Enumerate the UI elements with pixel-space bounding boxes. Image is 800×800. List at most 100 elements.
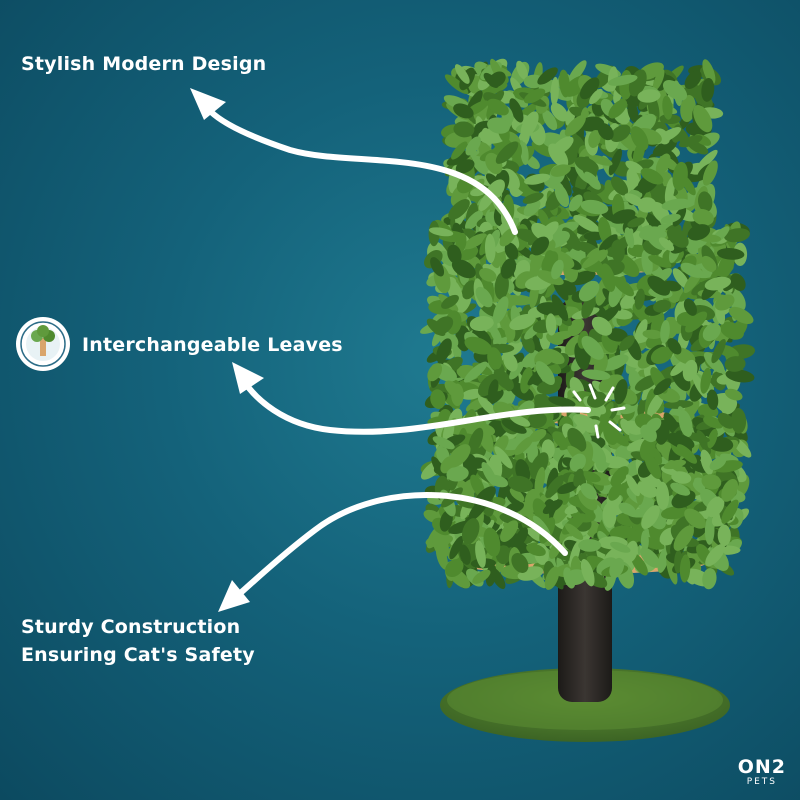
leaf	[472, 569, 491, 584]
leaf	[436, 338, 452, 363]
leaf	[487, 98, 509, 116]
leaf	[545, 475, 565, 498]
leaf	[619, 335, 635, 351]
leaf	[536, 379, 561, 395]
leaf	[608, 74, 638, 86]
leaf	[568, 194, 583, 212]
leaf	[487, 347, 503, 370]
leaf	[485, 564, 497, 587]
leaf	[717, 248, 745, 260]
leaf	[542, 499, 563, 515]
leaf	[492, 296, 509, 324]
leaf	[684, 508, 706, 529]
leaf	[435, 544, 448, 570]
leaf	[564, 523, 584, 540]
leaf	[636, 481, 658, 498]
leaf	[465, 136, 481, 156]
leaf	[428, 227, 454, 237]
leaf	[645, 417, 662, 433]
leaf	[535, 361, 555, 386]
leaf	[701, 77, 715, 102]
leaf	[517, 101, 540, 119]
leaf	[609, 557, 625, 579]
leaf	[522, 192, 544, 204]
leaf	[627, 217, 645, 228]
leaf	[534, 466, 546, 495]
leaf	[670, 482, 691, 496]
leaf	[660, 213, 681, 224]
leaf	[444, 380, 464, 400]
leaf	[580, 558, 595, 587]
callout-interchangeable-leaves: Interchangeable Leaves	[82, 334, 343, 356]
leaf	[706, 389, 719, 410]
leaf	[610, 209, 636, 224]
leaf	[489, 324, 502, 345]
leaf	[673, 525, 694, 551]
leaf	[666, 432, 695, 450]
leaf	[469, 315, 494, 332]
leaf	[463, 233, 488, 250]
leaf	[569, 453, 586, 472]
leaf	[624, 227, 635, 249]
leaf	[538, 209, 550, 229]
sparkle-icon	[572, 383, 626, 439]
leaf	[599, 234, 618, 252]
arrow-construction	[227, 491, 568, 605]
leaf	[682, 359, 698, 382]
leaf	[614, 379, 628, 405]
leaf	[625, 160, 644, 174]
leaf	[524, 173, 551, 185]
leaf	[725, 369, 755, 383]
leaf	[550, 76, 559, 106]
leaf	[520, 366, 533, 394]
leaf	[685, 311, 708, 333]
leaf	[581, 249, 606, 269]
leaf	[446, 466, 469, 482]
leaf	[427, 363, 443, 382]
leaf	[494, 271, 509, 300]
leaf	[702, 160, 718, 186]
leaf	[730, 273, 746, 291]
leaf	[578, 539, 602, 552]
leaf	[581, 369, 611, 381]
leaf	[678, 410, 693, 438]
leaf	[647, 275, 671, 296]
leaf	[564, 115, 586, 137]
leaf	[507, 475, 533, 493]
leaf	[630, 126, 649, 151]
leaf	[461, 518, 480, 545]
leaf	[701, 255, 717, 273]
leaf	[461, 388, 484, 400]
leaf	[536, 302, 566, 316]
leaf	[430, 257, 445, 277]
callout-sturdy-construction: Sturdy Construction Ensuring Cat's Safet…	[21, 613, 255, 669]
leaf	[704, 515, 715, 545]
leaf	[609, 525, 634, 540]
leaf	[509, 361, 524, 380]
leaf	[588, 154, 613, 166]
leaf	[500, 520, 519, 542]
leaf	[656, 481, 670, 510]
leaf	[664, 177, 675, 205]
leaf	[700, 449, 714, 475]
callout-line-1: Sturdy Construction	[21, 616, 241, 638]
leaf	[610, 466, 629, 487]
leaf	[661, 198, 692, 211]
leaf	[693, 104, 713, 133]
leaf	[511, 553, 529, 573]
leaf	[666, 555, 678, 585]
leaf	[723, 228, 751, 243]
leaf	[704, 276, 732, 291]
leaf	[567, 427, 587, 452]
leaf	[608, 99, 628, 119]
leaf	[545, 313, 557, 336]
leaf	[487, 117, 510, 134]
leaf	[634, 288, 645, 310]
leaf	[523, 88, 546, 104]
leaf	[527, 412, 547, 429]
leaf	[671, 490, 696, 509]
leaf	[717, 412, 735, 429]
leaf	[530, 236, 550, 256]
leaf	[702, 323, 721, 342]
leaf	[520, 111, 539, 139]
